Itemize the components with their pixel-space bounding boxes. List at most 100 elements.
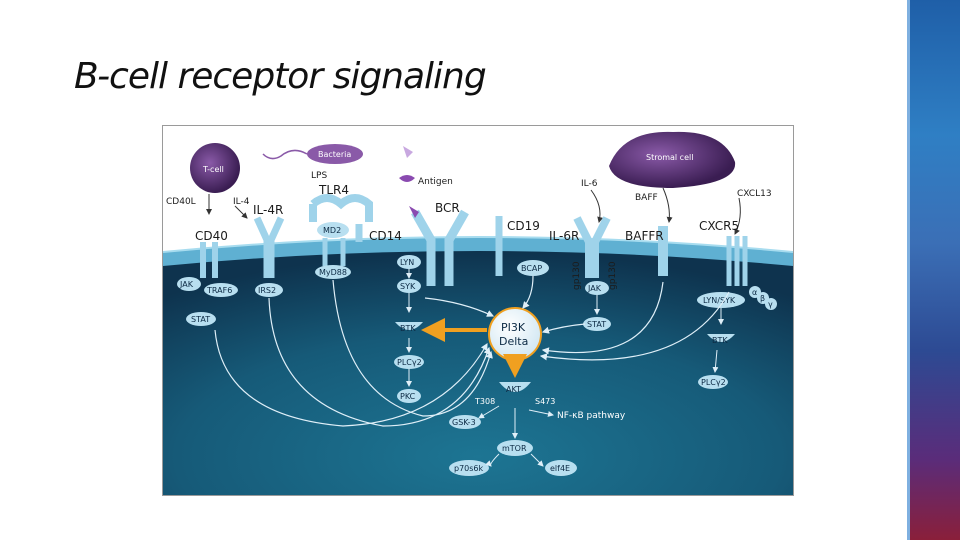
cd19-label: CD19 (507, 219, 540, 233)
plcg2-right-node (698, 375, 728, 389)
bcr-antigen-left (409, 206, 419, 218)
myd88-node (315, 265, 351, 279)
baff-label: BAFF (635, 193, 658, 203)
bacteria-label: Bacteria (318, 150, 351, 159)
antigen-label: Antigen (418, 177, 453, 187)
cd14-label: CD14 (369, 229, 402, 243)
irs2-node (255, 283, 283, 297)
gp130-left-label: gp130 (572, 261, 582, 290)
jak-right-label: JAK (587, 284, 602, 293)
cxcl13-arrow (734, 197, 741, 235)
cd40l-label: CD40L (166, 197, 196, 207)
jak-left-label: JAK (179, 280, 194, 289)
akt-to-nfkb-arrow (528, 409, 554, 417)
mtor-to-p70s6k-arrow (485, 453, 500, 467)
stat-right-label: STAT (587, 320, 606, 329)
btk-to-plcg2-right-arrow (712, 349, 719, 373)
syk-node (397, 279, 421, 293)
cytoplasm (163, 239, 793, 495)
jak-to-pi3k-path (541, 323, 586, 334)
btk-label: BTK (400, 324, 416, 333)
side-bar-stripe (907, 0, 910, 540)
signaling-diagram-svg: T-cell Bacteria Antigen Stromal cell CD4… (163, 126, 793, 495)
plcg2-node-left (394, 355, 424, 369)
stat-node-right (583, 317, 611, 331)
md2-shape (317, 222, 349, 238)
il4r-receptor (253, 216, 285, 278)
tlr4-transmembrane (322, 238, 346, 266)
irs2-to-pi3k-path (268, 297, 491, 427)
akt-node (499, 382, 531, 392)
pkc-node (397, 389, 421, 403)
gp130-right-label: gp130 (608, 261, 618, 290)
cd40-label: CD40 (195, 229, 228, 243)
alpha-label: α (752, 288, 757, 297)
cd40-receptor (200, 242, 218, 278)
pkc-label: PKC (400, 392, 416, 401)
il4-arrow (234, 205, 248, 219)
delta-label: Delta (499, 335, 528, 348)
il4r-label: IL-4R (253, 203, 283, 217)
cxcl13-label: CXCL13 (737, 189, 772, 199)
beta-label: β (760, 294, 765, 303)
btk-node (395, 322, 423, 330)
myd88-label: MyD88 (319, 268, 347, 277)
bcap-node (517, 260, 549, 276)
jak-node-left (177, 277, 201, 291)
p70s6k-node (449, 460, 489, 476)
il4-label: IL-4 (233, 197, 250, 207)
btk-right-node (707, 334, 735, 342)
stromal-cell-label: Stromal cell (646, 153, 693, 162)
lyn-node (397, 255, 421, 269)
bcr-receptor (411, 209, 469, 286)
gsk3-label: GSK-3 (452, 418, 476, 427)
il6-arrow (590, 189, 604, 223)
cxcr5-receptor (726, 236, 748, 286)
bcr-signaling-figure: T-cell Bacteria Antigen Stromal cell CD4… (162, 125, 794, 496)
bcap-to-pi3k-path (522, 275, 534, 309)
bcr-to-pi3k-path (424, 297, 495, 317)
nfkb-label: NF-κB pathway (557, 411, 626, 421)
md2-label: MD2 (323, 226, 341, 235)
lyn-label: LYN (400, 258, 414, 267)
traf6-label: TRAF6 (206, 286, 232, 295)
bcr-cascade: LYN SYK BTK PLCγ2 PKC (394, 255, 424, 403)
antigen-icon (399, 175, 415, 182)
il6-label: IL-6 (581, 179, 598, 189)
baffr-to-pi3k-path (541, 281, 664, 355)
stat-to-pi3k-path (214, 329, 488, 427)
lps-label: LPS (311, 171, 327, 181)
cell-membrane (163, 237, 793, 266)
left-nodes: JAK TRAF6 STAT IRS2 (177, 277, 283, 326)
p70s6k-label: p70s6k (454, 464, 484, 473)
tcell-label: T-cell (202, 165, 224, 174)
lynsyk-label: LYN/SYK (703, 296, 736, 305)
bcap-label: BCAP (521, 264, 542, 273)
cxcr5-to-pi3k-path (539, 291, 730, 361)
traf6-node (204, 283, 238, 297)
s473-label: S473 (535, 397, 555, 406)
decorative-side-bar (907, 0, 960, 540)
stat-left-label: STAT (191, 315, 210, 324)
converging-pathways (214, 275, 730, 427)
irs2-label: IRS2 (258, 286, 276, 295)
myd88-to-pi3k-path (332, 279, 493, 417)
mtor-node (497, 440, 533, 456)
membrane-outer-edge (163, 236, 793, 253)
stat-node-left (186, 312, 216, 326)
baffr-label: BAFFR (625, 229, 664, 243)
g-gamma-subunit (765, 298, 777, 310)
lynsyk-node (697, 292, 745, 308)
tcell-body (190, 143, 240, 193)
slide-title: B-cell receptor signaling (74, 56, 487, 97)
pi3k-label: PI3K (501, 321, 526, 334)
gsk3-node (449, 415, 481, 429)
akt-label: AKT (506, 385, 521, 394)
bacteria-flagellum (262, 149, 308, 160)
mtor-to-elf4e-arrow (530, 453, 544, 467)
cxcr5-label: CXCR5 (699, 219, 739, 233)
bcr-label: BCR (435, 201, 460, 215)
il6r-label: IL-6R (549, 229, 579, 243)
antigen-shape-top (403, 146, 413, 158)
baff-arrow (662, 187, 673, 223)
